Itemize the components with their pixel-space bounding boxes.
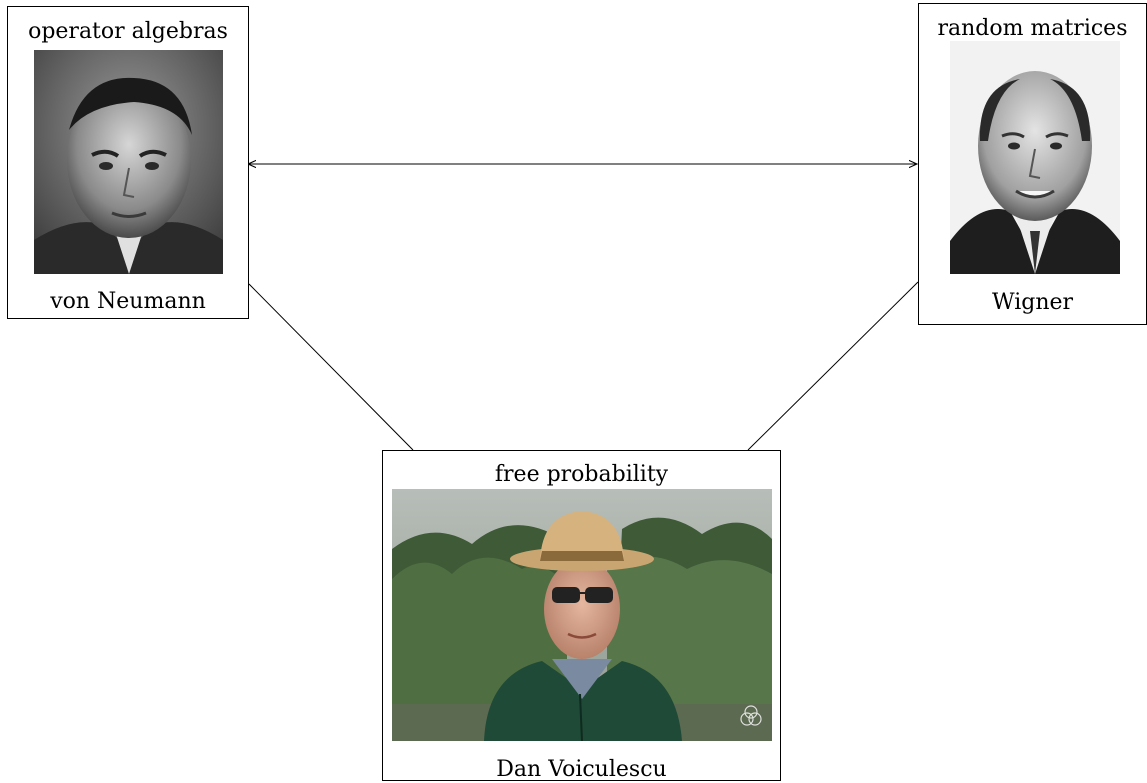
person-name-label: von Neumann — [50, 289, 206, 314]
field-label: free probability — [494, 462, 669, 487]
portrait-photo-wigner — [950, 41, 1120, 274]
field-label: random matrices — [937, 16, 1128, 41]
connector-vonneumann-voiculescu — [248, 283, 414, 451]
portrait-photo-voiculescu — [392, 489, 772, 741]
field-label: operator algebras — [28, 19, 228, 44]
node-von-neumann: operator algebras von Neumann — [7, 6, 249, 319]
portrait-photo-von-neumann — [34, 50, 223, 274]
node-wigner: random matrices Wigner — [918, 3, 1147, 325]
connector-wigner-voiculescu — [747, 281, 919, 451]
person-name-label: Wigner — [991, 290, 1074, 315]
node-voiculescu: free probability — [382, 450, 781, 782]
person-name-label: Dan Voiculescu — [496, 757, 667, 782]
